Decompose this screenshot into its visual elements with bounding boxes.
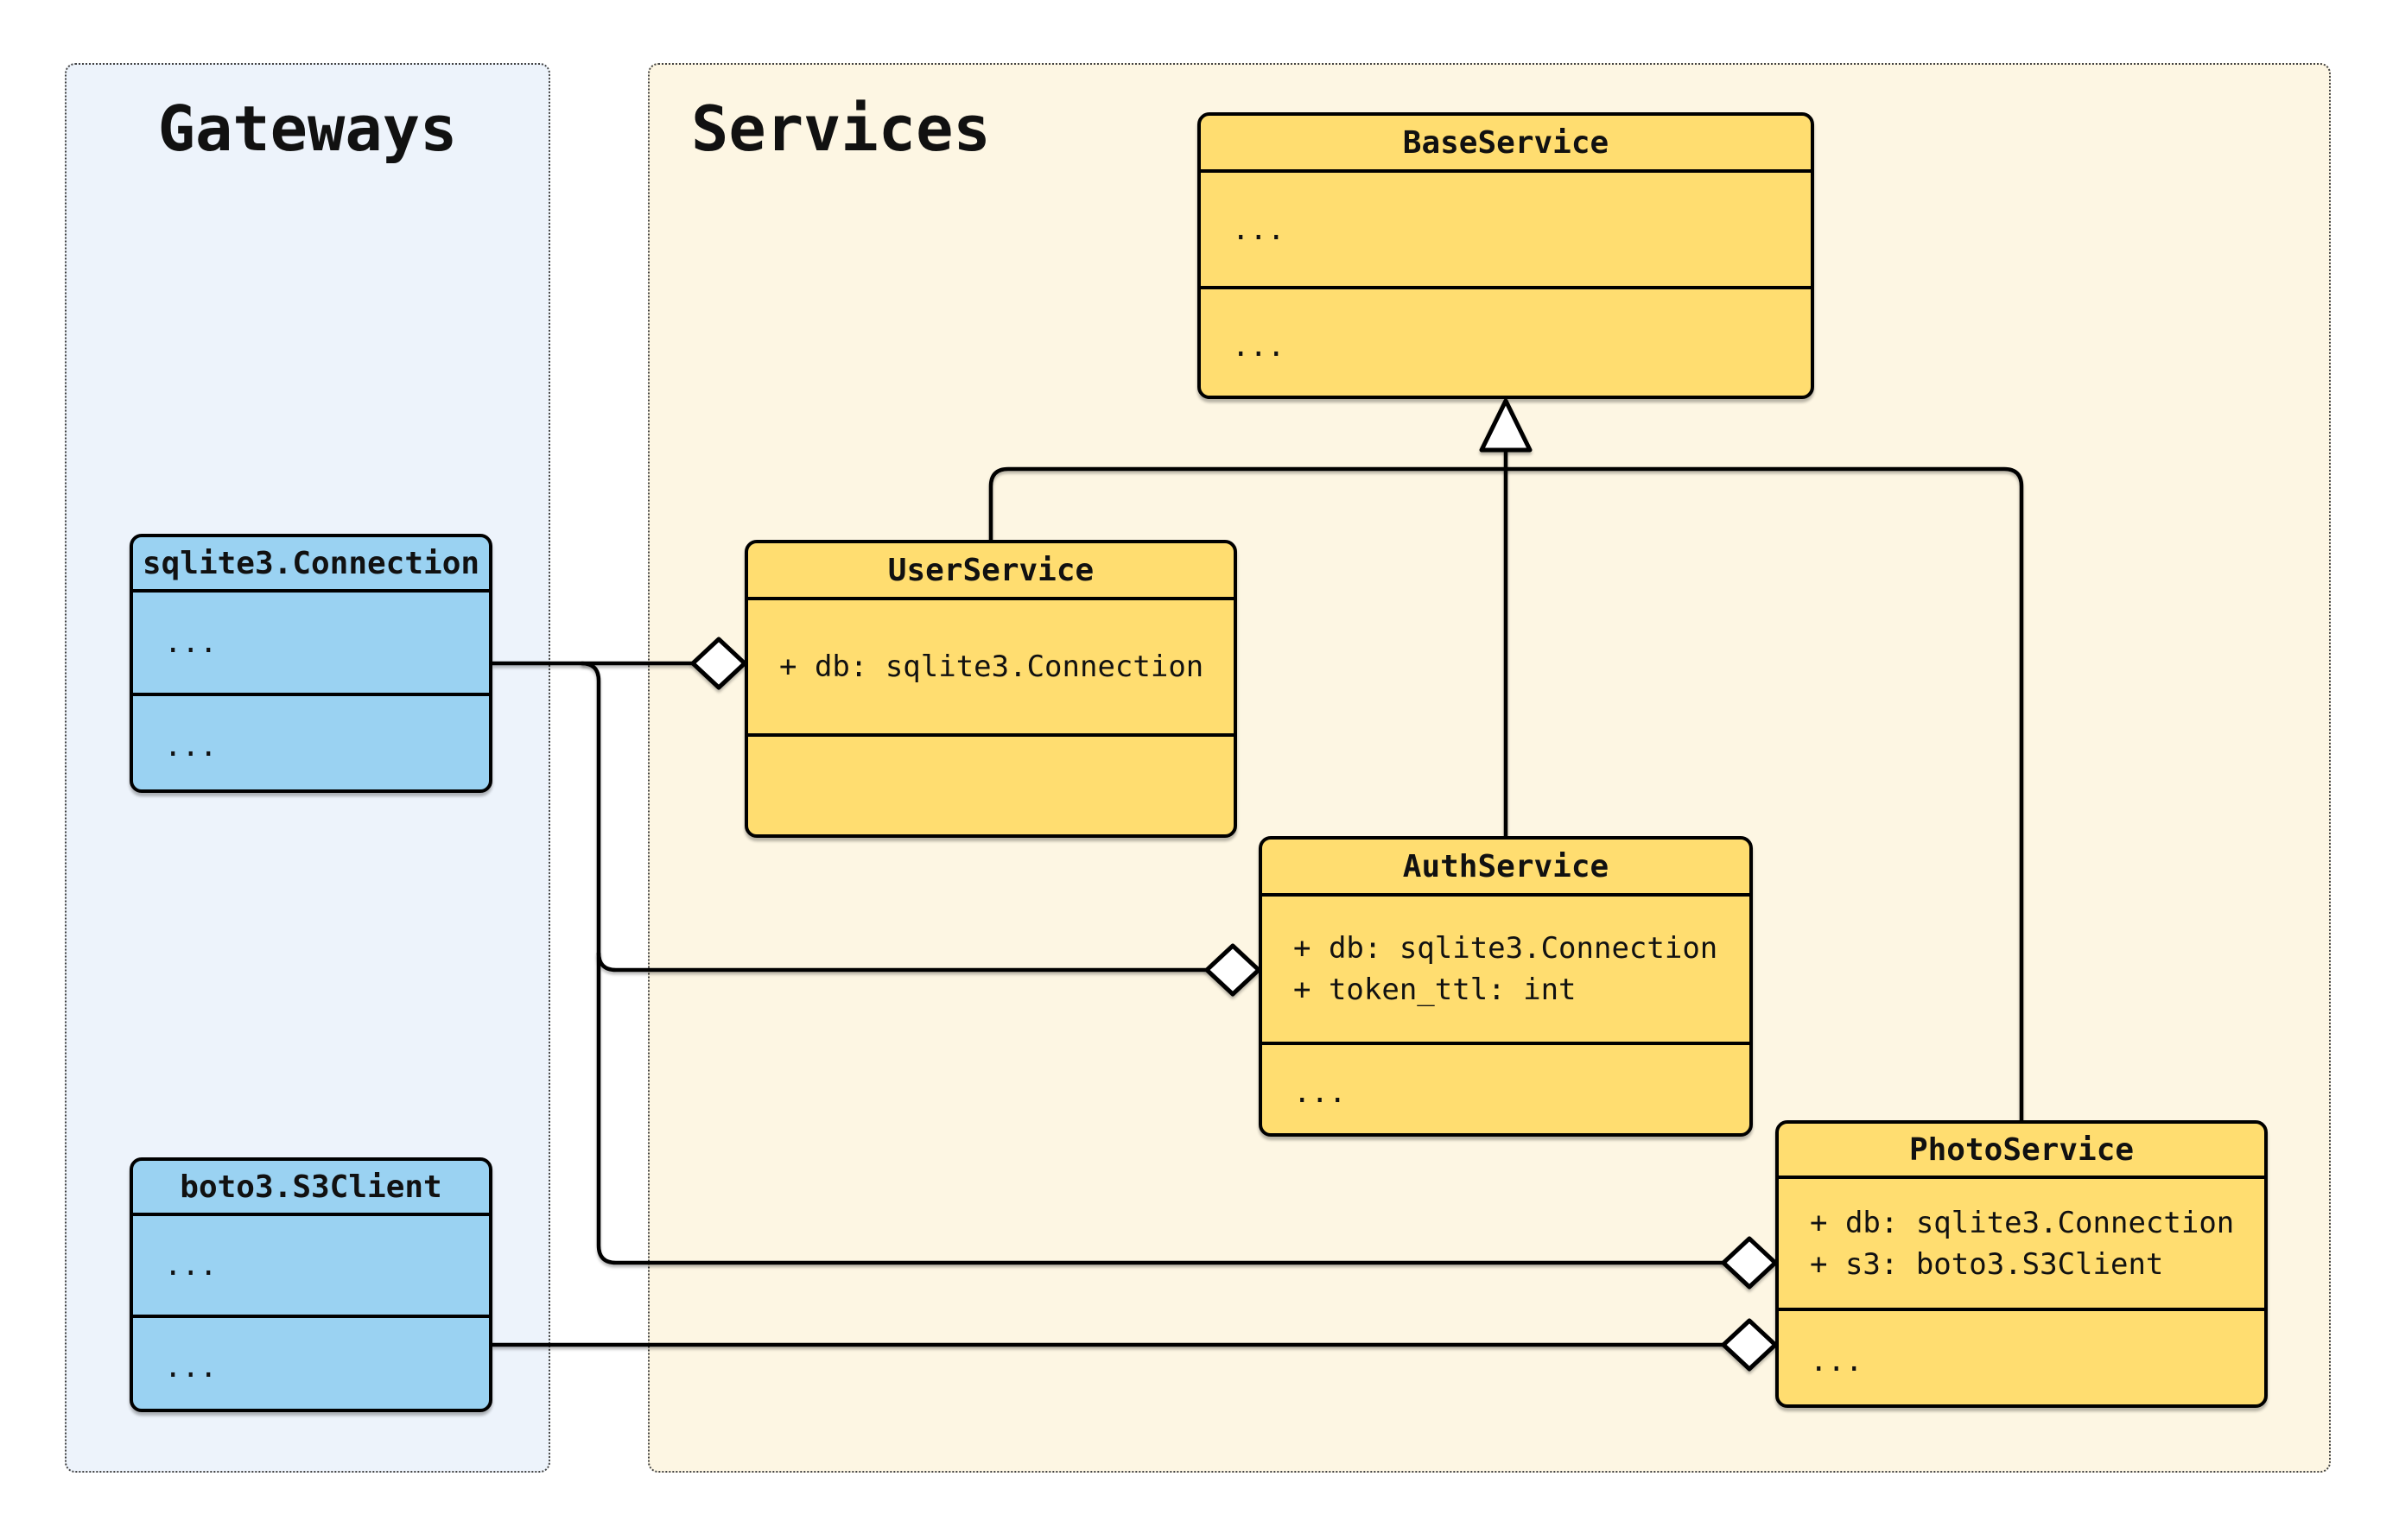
class-methods-boto3-s3client: ...	[133, 1315, 489, 1409]
class-box-baseservice: BaseService ... ...	[1197, 112, 1814, 399]
class-attributes-authservice: + db: sqlite3.Connection + token_ttl: in…	[1262, 893, 1749, 1042]
class-methods-userservice	[748, 733, 1234, 834]
attribute-line: + db: sqlite3.Connection	[1810, 1205, 2235, 1240]
method-line: ...	[164, 1349, 218, 1385]
attribute-line: + db: sqlite3.Connection	[1293, 931, 1718, 966]
group-services-title: Services	[691, 92, 991, 165]
attribute-line: ...	[164, 625, 218, 660]
class-name-userservice: UserService	[887, 552, 1095, 588]
class-name-baseservice: BaseService	[1402, 124, 1609, 161]
attribute-line: + s3: boto3.S3Client	[1810, 1246, 2164, 1282]
attribute-line: + db: sqlite3.Connection	[779, 650, 1204, 684]
class-attributes-boto3-s3client: ...	[133, 1213, 489, 1315]
class-box-userservice: UserService + db: sqlite3.Connection	[745, 540, 1237, 838]
attribute-line: ...	[1232, 212, 1285, 247]
class-name-photoservice: PhotoService	[1908, 1131, 2135, 1168]
class-attributes-photoservice: + db: sqlite3.Connection + s3: boto3.S3C…	[1779, 1176, 2264, 1308]
class-attributes-sqlite3-connection: ...	[133, 589, 489, 693]
class-methods-baseservice: ...	[1201, 286, 1811, 396]
method-line: ...	[1810, 1344, 1863, 1378]
class-name-boto3-s3client: boto3.S3Client	[180, 1169, 442, 1205]
group-gateways-title: Gateways	[157, 92, 458, 165]
class-methods-authservice: ...	[1262, 1042, 1749, 1133]
class-name-authservice: AuthService	[1402, 848, 1609, 884]
method-line: ...	[164, 729, 218, 764]
class-attributes-userservice: + db: sqlite3.Connection	[748, 597, 1234, 733]
attribute-line: + token_ttl: int	[1293, 973, 1577, 1007]
class-box-boto3-s3client: boto3.S3Client ... ...	[130, 1157, 492, 1412]
method-line: ...	[1293, 1075, 1347, 1110]
class-methods-sqlite3-connection: ...	[133, 693, 489, 789]
method-line: ...	[1232, 328, 1285, 364]
class-box-authservice: AuthService + db: sqlite3.Connection + t…	[1259, 836, 1753, 1137]
class-attributes-baseservice: ...	[1201, 169, 1811, 286]
class-box-sqlite3-connection: sqlite3.Connection ... ...	[130, 534, 492, 793]
class-name-sqlite3-connection: sqlite3.Connection	[142, 545, 480, 581]
attribute-line: ...	[164, 1248, 218, 1283]
class-methods-photoservice: ...	[1779, 1308, 2264, 1404]
class-box-photoservice: PhotoService + db: sqlite3.Connection + …	[1775, 1120, 2268, 1408]
